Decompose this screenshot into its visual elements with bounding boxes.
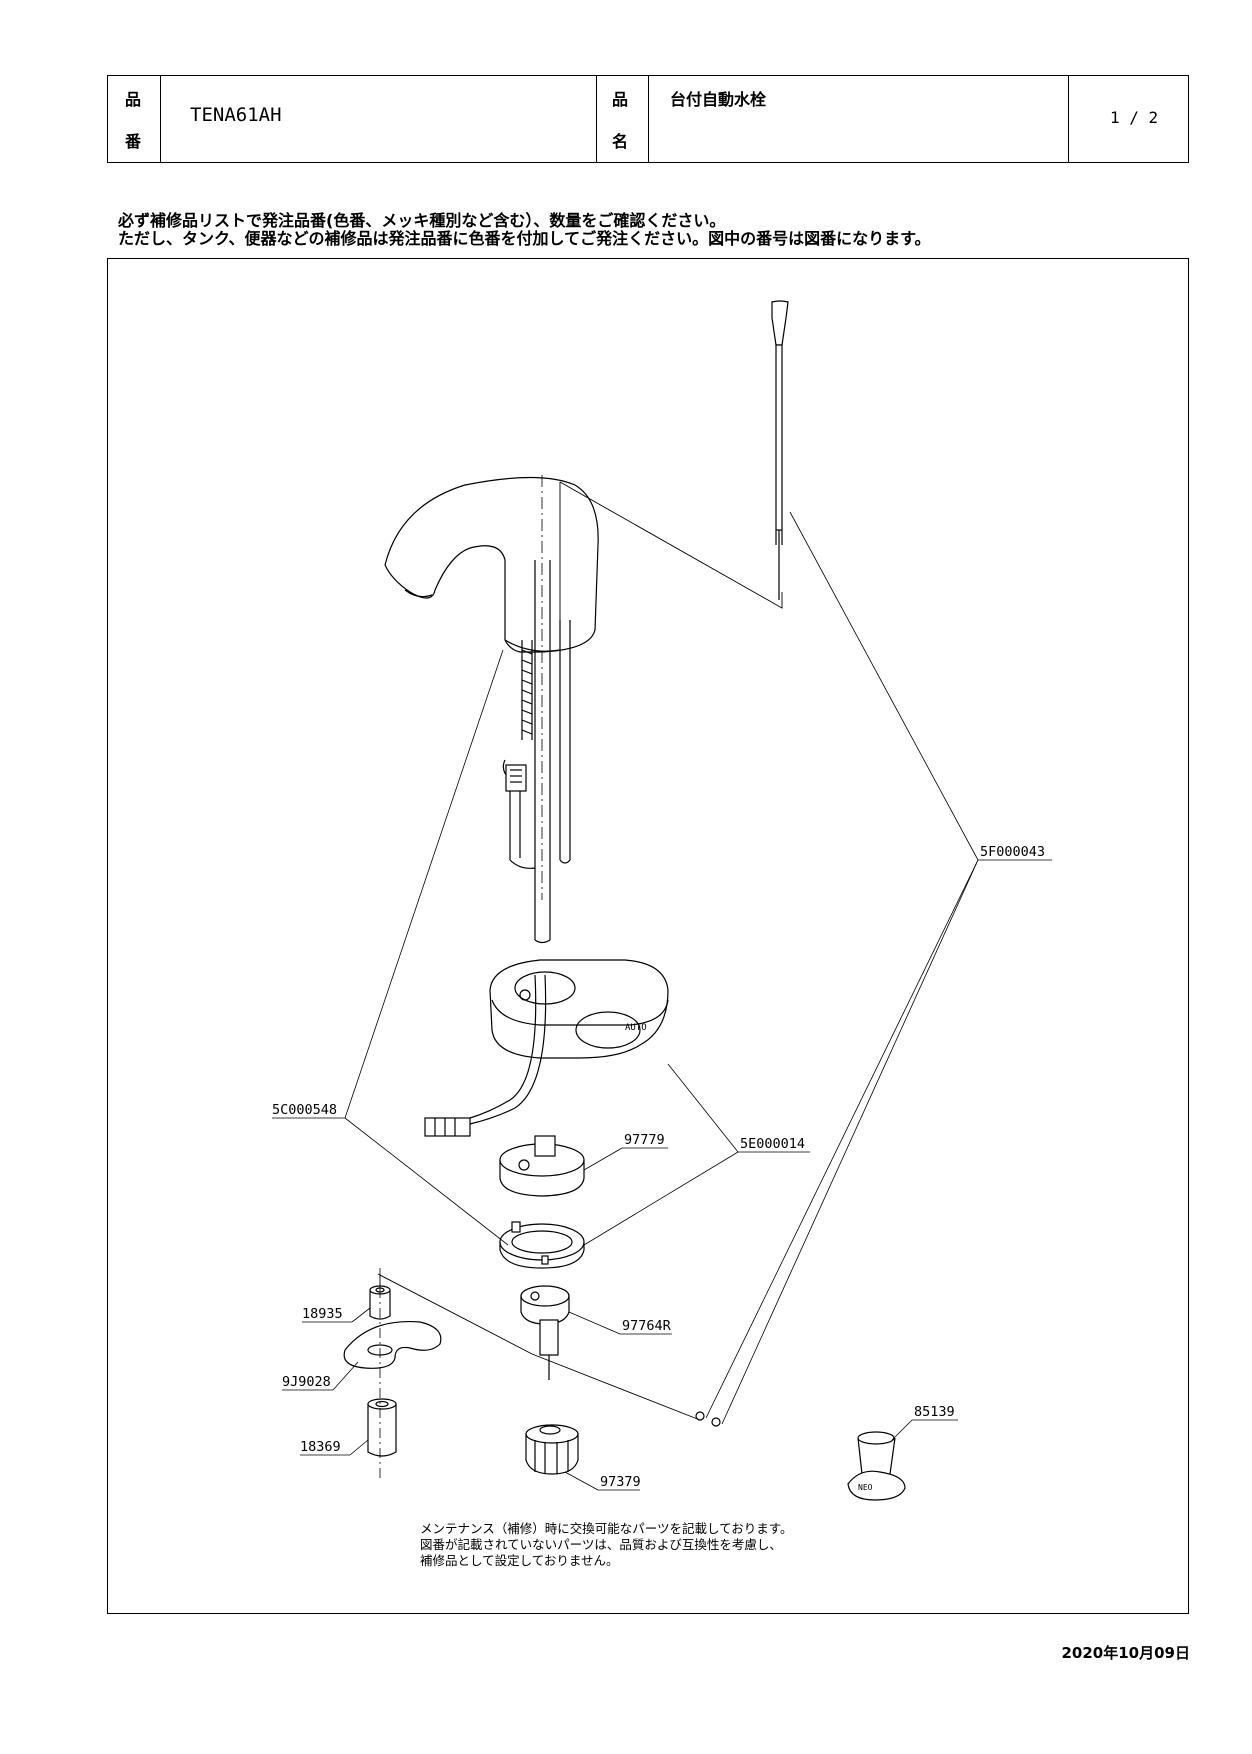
label-97379: 97379 [600,1474,641,1490]
part-97779 [499,1135,585,1197]
drawing-frame [107,258,1189,1614]
part-85139: NEO [847,1431,906,1501]
sensor-cable [424,974,547,1137]
label-97764R: 97764R [622,1318,672,1334]
note-line: 図番が記載されていないパーツは、品質および互換性を考慮し、 [420,1537,782,1552]
label-97779: 97779 [624,1132,665,1148]
label-18935: 18935 [302,1306,343,1322]
svg-text:NEO: NEO [858,1483,873,1492]
svg-text:AUTO: AUTO [625,1023,647,1033]
product-code: TENA61AH [190,104,282,126]
left-stack [343,1268,442,1480]
label-5F000043: 5F000043 [980,844,1045,860]
part-97764R [520,1285,570,1380]
sensor-rod [771,300,789,600]
page-number: 1 / 2 [1110,108,1159,127]
part-97379 [525,1424,579,1475]
hinban-label: 番 [125,132,142,151]
divider [1068,76,1069,162]
faucet-body [384,475,599,944]
header-table: 品 番 TENA61AH 品 名 台付自動水栓 1 / 2 [107,75,1189,163]
mounting-ring [499,1221,585,1269]
notice-line: ただし、タンク、便器などの補修品は発注品番に色番を付加してご発注ください。図中の… [118,229,931,248]
leader-lines [272,511,1052,1491]
note-line: 補修品として設定しておりません。 [420,1553,619,1568]
base-plate: AUTO [489,959,669,1059]
issue-date: 2020年10月09日 [1061,1644,1191,1662]
notice-line: 必ず補修品リストで発注品番(色番、メッキ種別など含む）、数量をご確認ください。 [118,211,726,230]
label-5C000548: 5C000548 [272,1102,337,1118]
assembly-lines [377,481,783,1421]
label-5E000014: 5E000014 [740,1136,805,1152]
hinban-label: 品 [125,90,142,109]
part-labels: 5F000043 5C000548 5E000014 97779 97764R … [272,844,1045,1490]
hinmei-label: 品 [612,90,629,109]
screws [695,1411,721,1427]
label-18369: 18369 [300,1439,341,1455]
product-name: 台付自動水栓 [670,90,767,109]
note-line: メンテナンス（補修）時に交換可能なパーツを記載しております。 [420,1521,793,1536]
maintenance-note: メンテナンス（補修）時に交換可能なパーツを記載しております。 図番が記載されてい… [420,1521,793,1569]
divider [596,76,597,162]
label-9J9028: 9J9028 [282,1374,331,1390]
hinmei-label: 名 [612,132,629,151]
divider [648,76,649,162]
divider [160,76,161,162]
label-85139: 85139 [914,1404,955,1420]
